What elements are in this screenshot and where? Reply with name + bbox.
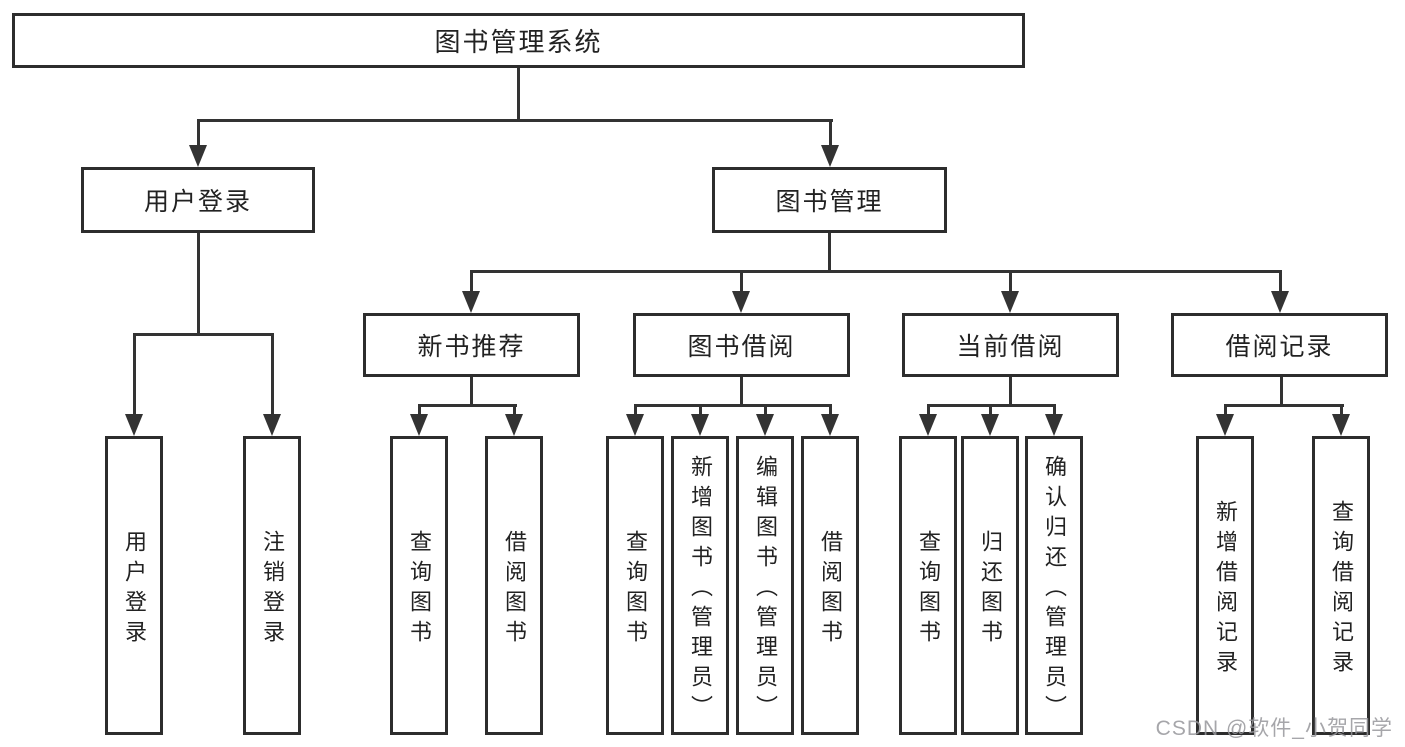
connector-line <box>740 270 743 293</box>
connector-line <box>1009 377 1012 407</box>
arrow-down-icon <box>505 414 523 436</box>
leaf-edit-books-admin: 编辑图书（管理员） <box>736 436 794 735</box>
connector-line <box>1009 270 1012 293</box>
connector-line <box>1224 404 1227 418</box>
node-book-management: 图书管理 <box>712 167 947 233</box>
leaf-add-books-admin: 新增图书（管理员） <box>671 436 729 735</box>
connector-line <box>1280 377 1283 407</box>
arrow-down-icon <box>756 414 774 436</box>
arrow-down-icon <box>462 291 480 313</box>
leaf-borrow-books: 借阅图书 <box>801 436 859 735</box>
arrow-down-icon <box>626 414 644 436</box>
node-label: 查询图书 <box>916 529 941 650</box>
node-label: 借阅图书 <box>502 529 527 650</box>
node-book-borrowing: 图书借阅 <box>633 313 850 377</box>
connector-line <box>418 404 421 418</box>
connector-line <box>1279 270 1282 293</box>
node-label: 查询借阅记录 <box>1329 499 1354 680</box>
node-new-book-recommend: 新书推荐 <box>363 313 580 377</box>
connector-line <box>740 377 743 407</box>
node-current-borrowing: 当前借阅 <box>902 313 1119 377</box>
connector-line <box>418 404 517 407</box>
connector-line <box>513 404 516 418</box>
connector-line <box>829 404 832 418</box>
connector-line <box>133 333 274 336</box>
connector-line <box>470 377 473 407</box>
node-label: 图书管理系统 <box>434 27 603 57</box>
arrow-down-icon <box>691 414 709 436</box>
connector-line <box>989 404 992 418</box>
arrow-down-icon <box>1216 414 1234 436</box>
leaf-query-books-borrow: 查询图书 <box>606 436 664 735</box>
arrow-down-icon <box>919 414 937 436</box>
node-label: 图书借阅 <box>687 333 796 361</box>
node-label: 查询图书 <box>623 529 648 650</box>
node-user-login: 用户登录 <box>81 167 315 233</box>
leaf-query-books-recommend: 查询图书 <box>390 436 448 735</box>
node-label: 新书推荐 <box>417 333 526 361</box>
node-label: 归还图书 <box>978 529 1003 650</box>
node-label: 新增借阅记录 <box>1213 499 1238 680</box>
node-label: 编辑图书（管理员） <box>753 454 778 725</box>
leaf-user-login: 用户登录 <box>105 436 163 735</box>
leaf-logout: 注销登录 <box>243 436 301 735</box>
arrow-down-icon <box>821 145 839 167</box>
node-label: 图书管理 <box>775 188 884 216</box>
arrow-down-icon <box>1045 414 1063 436</box>
connector-line <box>517 68 520 122</box>
connector-line <box>1340 404 1343 418</box>
leaf-confirm-return-admin: 确认归还（管理员） <box>1025 436 1083 735</box>
arrow-down-icon <box>125 414 143 436</box>
leaf-query-borrow-record: 查询借阅记录 <box>1312 436 1370 735</box>
leaf-query-books-current: 查询图书 <box>899 436 957 735</box>
arrow-down-icon <box>732 291 750 313</box>
arrow-down-icon <box>1271 291 1289 313</box>
arrow-down-icon <box>1332 414 1350 436</box>
node-borrowing-records: 借阅记录 <box>1171 313 1388 377</box>
node-label: 用户登录 <box>122 529 147 650</box>
leaf-borrow-books-recommend: 借阅图书 <box>485 436 543 735</box>
node-label: 新增图书（管理员） <box>688 454 713 725</box>
connector-line <box>470 270 1282 273</box>
connector-line <box>470 270 473 293</box>
arrow-down-icon <box>981 414 999 436</box>
node-label: 借阅记录 <box>1225 333 1334 361</box>
connector-line <box>828 233 831 273</box>
arrow-down-icon <box>410 414 428 436</box>
arrow-down-icon <box>821 414 839 436</box>
node-label: 用户登录 <box>143 188 252 216</box>
connector-line <box>197 119 833 122</box>
node-label: 借阅图书 <box>818 529 843 650</box>
leaf-add-borrow-record: 新增借阅记录 <box>1196 436 1254 735</box>
node-root: 图书管理系统 <box>12 13 1025 68</box>
connector-line <box>1053 404 1056 418</box>
connector-line <box>1224 404 1344 407</box>
connector-line <box>829 119 832 148</box>
connector-line <box>927 404 930 418</box>
connector-line <box>634 404 832 407</box>
watermark: CSDN @软件_小贺同学 <box>1155 717 1393 740</box>
node-label: 查询图书 <box>407 529 432 650</box>
connector-line <box>133 333 136 416</box>
connector-line <box>699 404 702 418</box>
connector-line <box>764 404 767 418</box>
connector-line <box>271 333 274 416</box>
node-label: 确认归还（管理员） <box>1042 454 1067 725</box>
connector-line <box>197 119 200 148</box>
connector-line <box>634 404 637 418</box>
node-label: 当前借阅 <box>956 333 1065 361</box>
arrow-down-icon <box>263 414 281 436</box>
arrow-down-icon <box>189 145 207 167</box>
connector-line <box>197 233 200 336</box>
leaf-return-books: 归还图书 <box>961 436 1019 735</box>
node-label: 注销登录 <box>260 529 285 650</box>
arrow-down-icon <box>1001 291 1019 313</box>
